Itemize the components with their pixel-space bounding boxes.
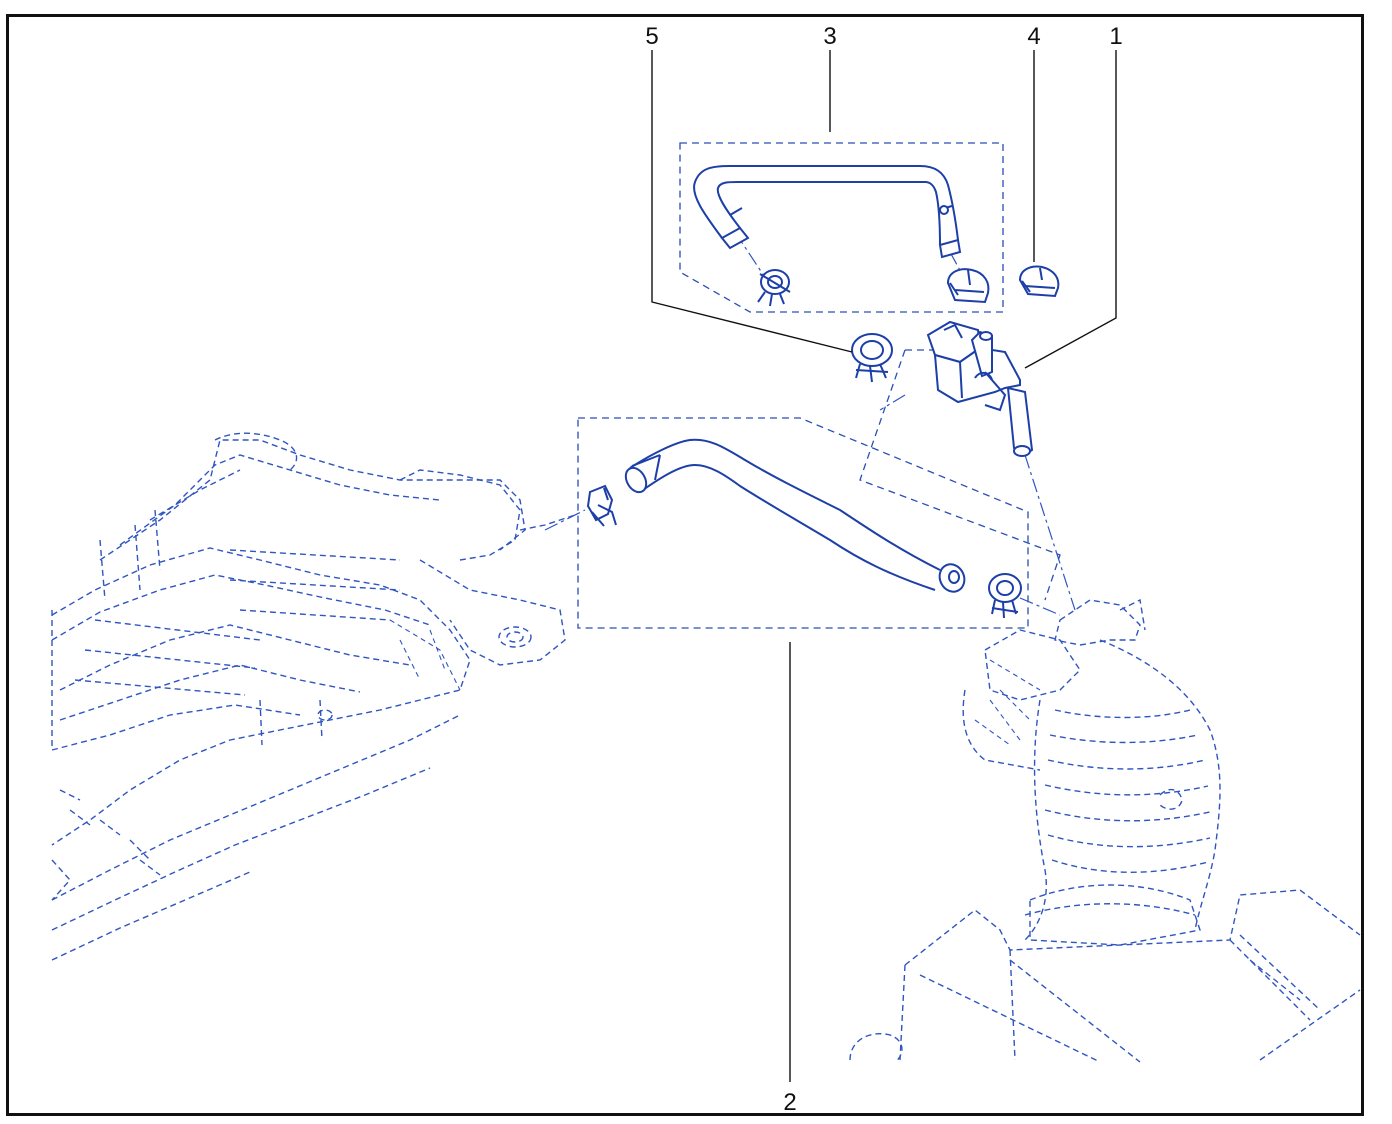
leader-5 [651, 50, 853, 353]
callout-3: 3 [823, 23, 836, 50]
hose-part-2 [624, 438, 966, 593]
axis-hose2-right [1019, 597, 1061, 616]
ghost-left-assembly [51, 432, 576, 961]
purge-valve-part-1 [926, 320, 1034, 457]
clamp-lower-right [988, 573, 1022, 619]
clamp-part-4 [1018, 265, 1060, 298]
diagram-frame [6, 14, 1364, 1116]
callout-2: 2 [783, 1089, 796, 1116]
clamp-part-5 [851, 333, 893, 383]
axis-valve-down [1024, 454, 1076, 611]
hose-group-2-box [577, 417, 1029, 629]
clamp-lower-left [586, 484, 617, 527]
hose-group-3-box [679, 142, 1004, 313]
hose-part-3 [693, 165, 962, 259]
callout-5: 5 [645, 23, 658, 50]
axis-hose2-left [544, 509, 586, 531]
callout-4: 4 [1027, 23, 1040, 50]
clamp-upper-left [757, 269, 791, 307]
axis-bracket [879, 394, 906, 411]
clamp-upper-right [946, 268, 990, 304]
valve-bracket-box [859, 349, 1061, 601]
callout-1: 1 [1109, 23, 1122, 50]
leader-1 [1024, 50, 1117, 369]
ghost-right-assembly [849, 598, 1361, 1063]
